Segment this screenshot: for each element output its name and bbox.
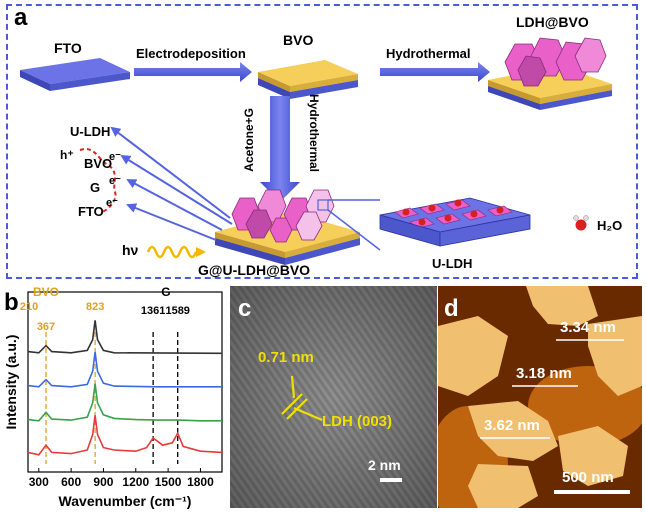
bvo-substrate	[258, 60, 358, 99]
zoom-line-bottom	[327, 209, 381, 251]
energy-label-e2: e⁻	[109, 175, 121, 187]
peak-label-2: 823	[86, 301, 104, 313]
raman-series-3	[27, 320, 223, 355]
x-tick-label-3: 1200	[122, 475, 149, 489]
x-tick-label-5: 1800	[187, 475, 214, 489]
u-ldh-lattice	[379, 197, 531, 247]
energy-label-e1: e⁻	[109, 151, 121, 163]
x-axis-label: Wavenumber (cm⁻¹)	[59, 493, 192, 509]
peak-label-1: 367	[37, 321, 55, 333]
peak-label-3: 1361	[141, 305, 165, 317]
vertical-process-arrow	[260, 96, 300, 202]
height-label-1: 3.34 nm	[560, 319, 616, 336]
x-tick-label-1: 600	[61, 475, 81, 489]
peak-label-4: 1589	[165, 305, 189, 317]
y-axis-label: Intensity (a.u.)	[3, 335, 19, 430]
height-label-3: 3.62 nm	[484, 417, 540, 434]
electrodeposition-label: Electrodeposition	[136, 46, 246, 61]
afm-image: d 3.34 nm 3.18 nm 3.62 nm 500 nm	[438, 286, 642, 508]
carrier-path	[79, 148, 117, 213]
raman-series-1	[27, 383, 222, 422]
vertical-hydrothermal-label: Hydrothermal	[307, 94, 321, 173]
fto-label: FTO	[54, 40, 82, 56]
hydrothermal-label: Hydrothermal	[386, 46, 471, 61]
ldh-bvo-substrate	[488, 37, 612, 110]
height-label-2: 3.18 nm	[516, 365, 572, 382]
c-scale-label: 2 nm	[368, 457, 401, 473]
group-label-0: BVO	[33, 285, 59, 299]
x-tick-label-2: 900	[93, 475, 113, 489]
light-label: hν	[122, 242, 139, 258]
final-electrode	[215, 189, 360, 265]
final-electrode-label: G@U-LDH@BVO	[198, 262, 311, 278]
hrtem-image: c 0.71 nm LDH (003) 2 nm	[230, 286, 437, 508]
vertical-acetone-label: Acetone+G	[242, 108, 256, 172]
energy-label-uldh: U-LDH	[70, 124, 111, 139]
d-scale-bar	[554, 490, 630, 494]
water-molecule-icon	[573, 215, 589, 231]
d-scale-label: 500 nm	[562, 469, 614, 486]
panel-b-letter: b	[4, 289, 19, 316]
fringe-markers	[281, 375, 323, 422]
c-scale-bar	[380, 478, 402, 482]
x-tick-label-0: 300	[29, 475, 49, 489]
energy-label-e3: e⁻	[106, 197, 118, 209]
panel-a-frame	[6, 4, 638, 279]
energy-label-fto: FTO	[78, 204, 104, 219]
hydrothermal-arrow	[380, 62, 490, 82]
u-ldh-inset-label: U-LDH	[432, 256, 473, 271]
energy-label-hole: h⁺	[60, 148, 74, 162]
raman-series-0	[27, 415, 223, 456]
bvo-label: BVO	[283, 32, 314, 48]
panel-c-letter: c	[238, 295, 251, 322]
energy-label-bvo: BVO	[84, 156, 113, 171]
afm-flakes	[438, 286, 642, 508]
energy-label-g: G	[90, 180, 101, 195]
spacing-label: 0.71 nm	[258, 349, 314, 366]
electrodeposition-arrow	[134, 62, 252, 82]
x-tick-label-4: 1500	[155, 475, 182, 489]
panel-a-schematic	[20, 37, 612, 265]
fto-substrate	[20, 58, 130, 91]
ldh-bvo-label: LDH@BVO	[516, 14, 589, 30]
panel-a-letter: a	[14, 4, 28, 31]
plane-label: LDH (003)	[322, 413, 392, 430]
plot-frame	[27, 291, 223, 473]
water-label: H₂O	[597, 218, 623, 233]
layer-pointer-arrows	[110, 126, 233, 241]
raman-series-2	[27, 351, 222, 388]
light-wave	[146, 245, 198, 259]
peak-label-0: 210	[20, 301, 38, 313]
panel-d-letter: d	[444, 295, 459, 322]
group-label-1: G	[161, 285, 170, 299]
